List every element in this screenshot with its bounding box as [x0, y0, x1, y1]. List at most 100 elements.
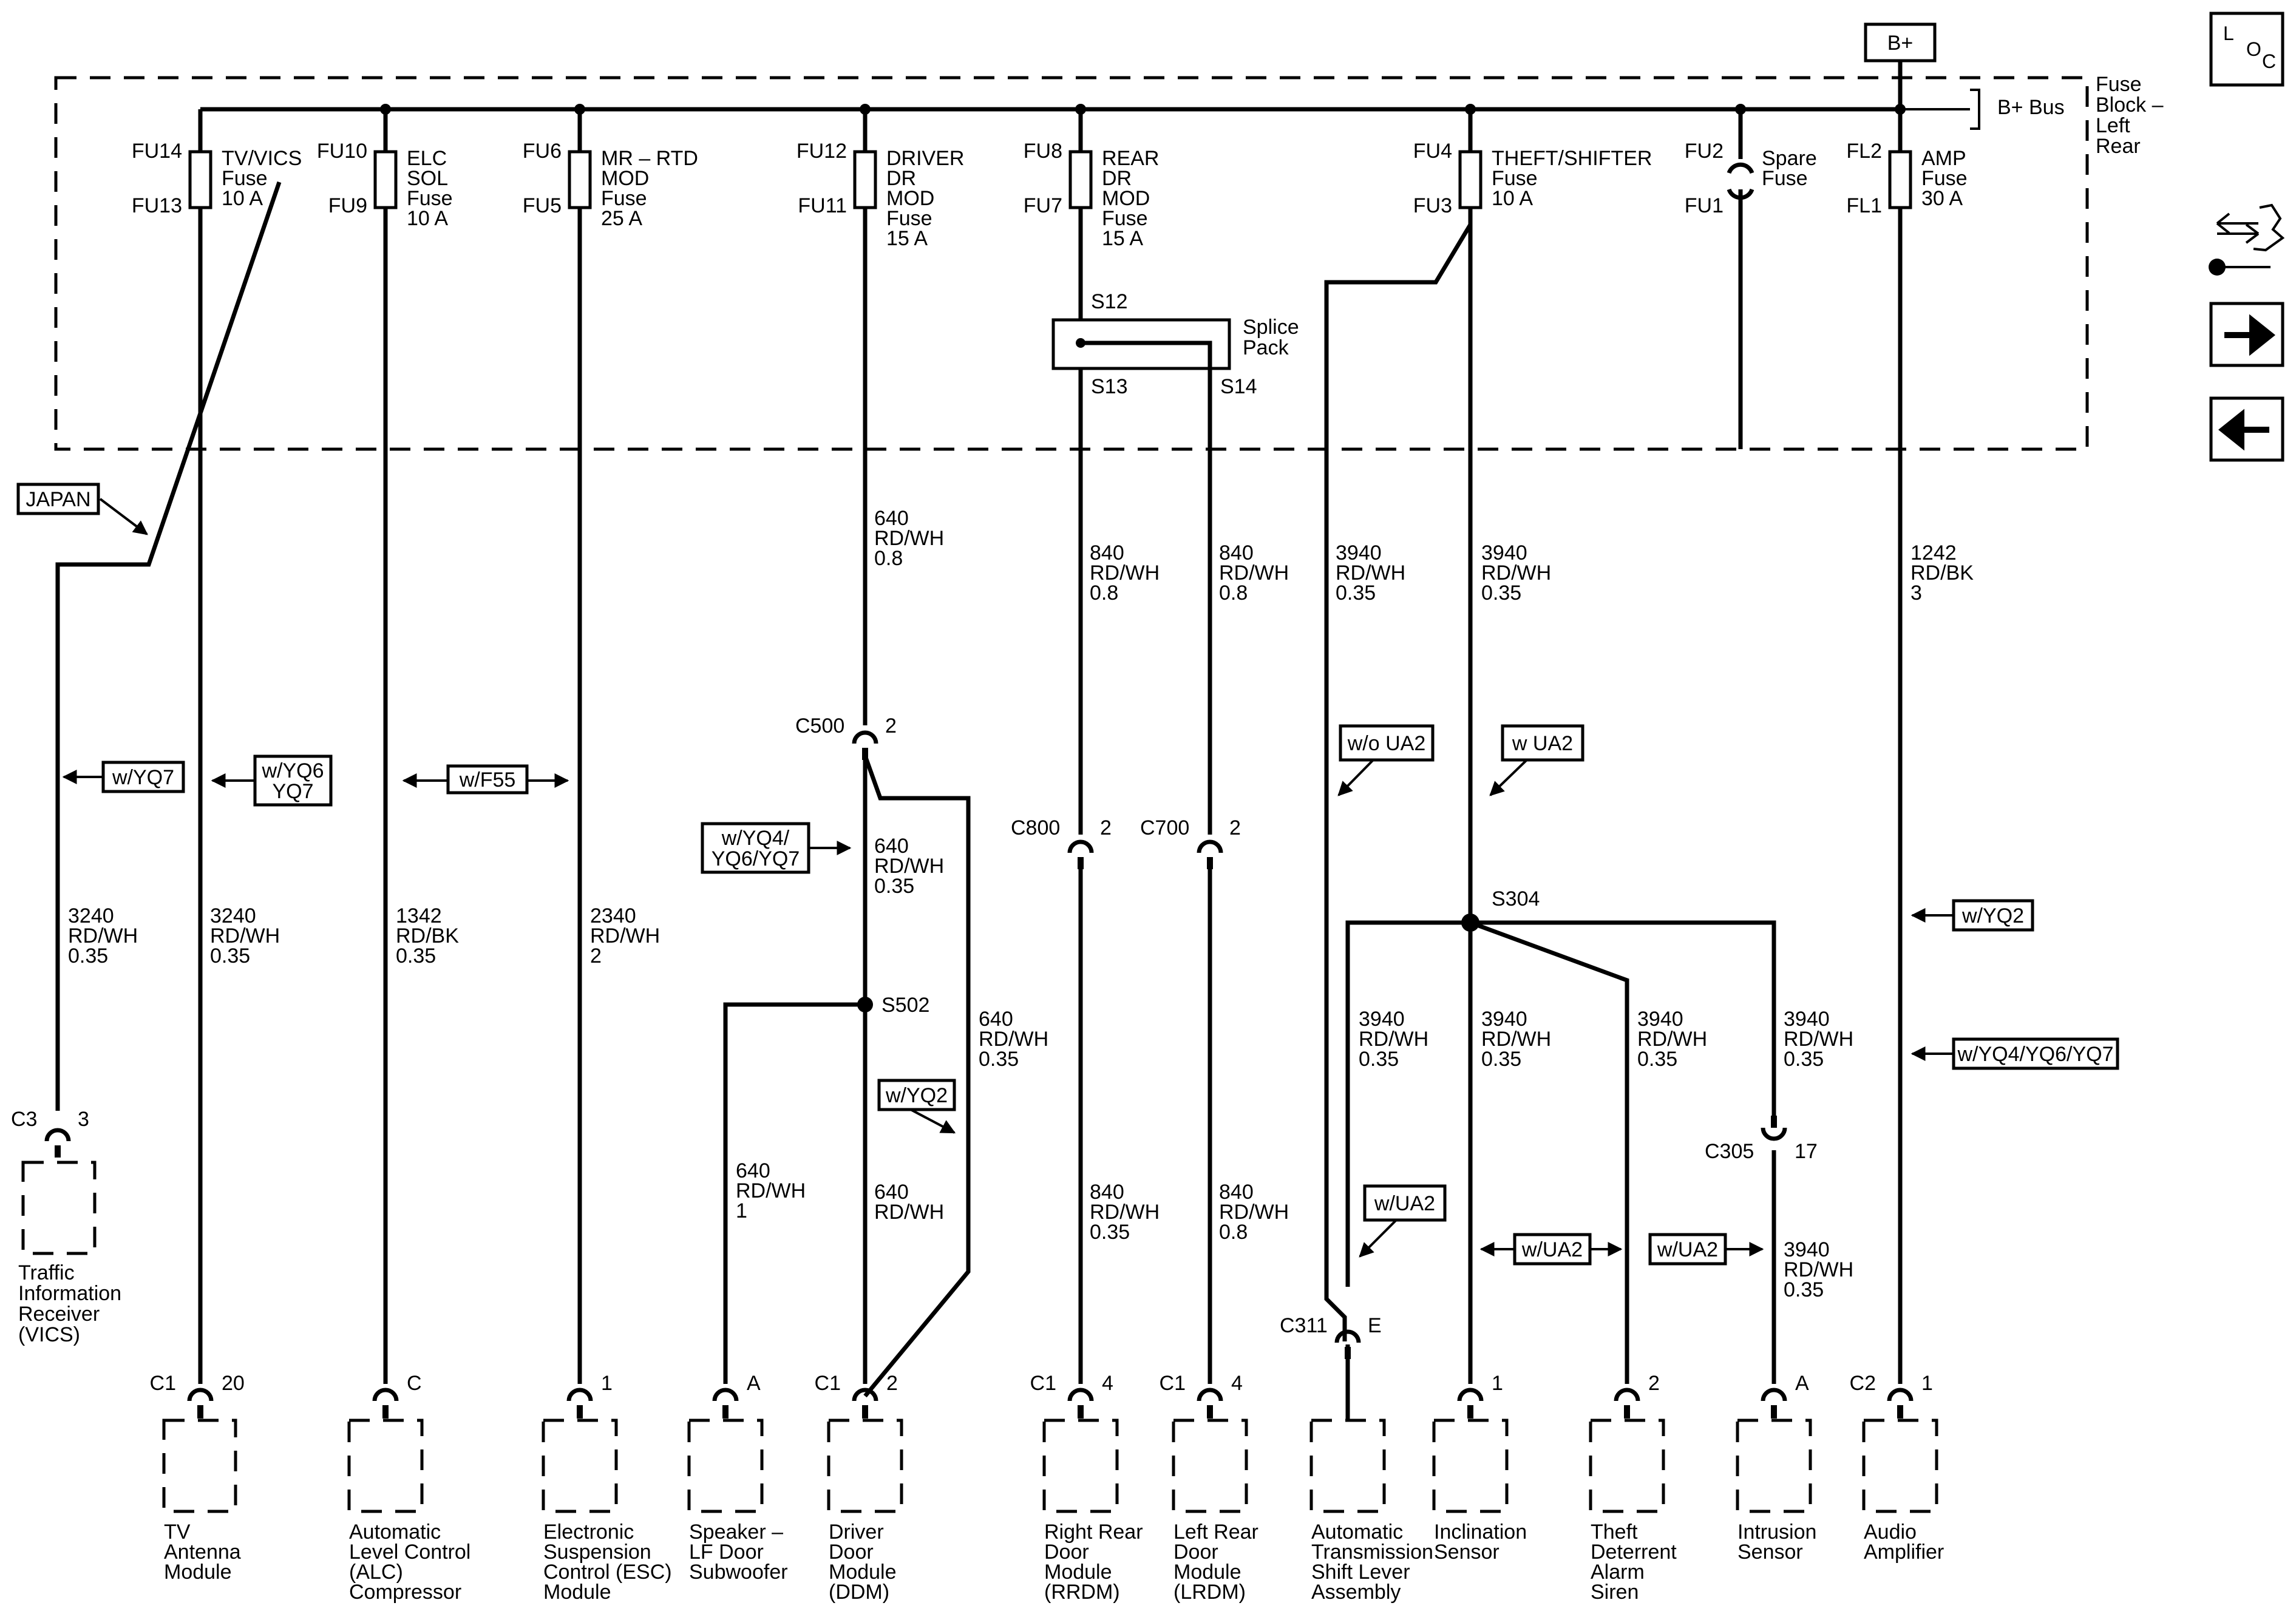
component-name-10-1: Intrusion	[1737, 1520, 1816, 1544]
wire-label-w640-right-2: RD/WH	[979, 1028, 1048, 1051]
fuse-top-0: FU14	[132, 140, 182, 163]
wire-label-w640-spk-3: 1	[736, 1199, 747, 1222]
fuse-name-2-2: MOD	[601, 167, 649, 190]
wire-label-w840-lr-bot-1: 840	[1219, 1181, 1254, 1204]
wire-label-w2340-2: RD/WH	[590, 924, 660, 947]
component-name-7-4: Assembly	[1311, 1581, 1401, 1604]
c500-label: C500	[795, 714, 844, 737]
back-arrow-glyph	[2218, 408, 2269, 451]
yq4-amp-option: w/YQ4/YQ6/YQ7	[1952, 1037, 2119, 1070]
fuse-top-4: FU8	[1024, 140, 1062, 163]
yq4-option-text-2: YQ6/YQ7	[712, 847, 800, 870]
wire-label-w840-lr-top-3: 0.8	[1219, 581, 1248, 605]
s502-dot	[857, 997, 873, 1012]
wo-ua2-option-text: w/o UA2	[1347, 732, 1426, 755]
fuse-top-7: FL2	[1846, 140, 1882, 163]
f55-option-text: w/F55	[459, 768, 516, 792]
wire-label-w840-rr-bot-1: 840	[1090, 1181, 1124, 1204]
s13-label: S13	[1091, 375, 1128, 398]
c305-pin: 17	[1795, 1140, 1818, 1163]
wire-label-w3240-vics-3: 0.35	[68, 944, 108, 968]
fuse-name-5-1: THEFT/SHIFTER	[1492, 147, 1652, 170]
c311-label: C311	[1280, 1314, 1328, 1337]
vics-receiver-box	[21, 1161, 97, 1255]
wire-label-w840-rr-bot-2: RD/WH	[1090, 1201, 1160, 1224]
component-name-4-4: (DDM)	[829, 1581, 889, 1604]
component-name-9-3: Alarm	[1591, 1561, 1645, 1584]
component-name-3-3: Subwoofer	[689, 1561, 788, 1584]
component-box-5	[1042, 1419, 1119, 1513]
component-pin-11: 1	[1921, 1372, 1933, 1395]
c500-pin: 2	[885, 714, 897, 737]
component-name-9-4: Siren	[1591, 1581, 1639, 1604]
wire-label-w3940-siren-3: 0.35	[1637, 1048, 1677, 1071]
wire-label-w840-lr-bot-2: RD/WH	[1219, 1201, 1289, 1224]
fuse-block-label-3: Left	[2096, 114, 2130, 137]
wire-label-w1242-2: RD/BK	[1911, 561, 1974, 585]
fuse-top-2: FU6	[523, 140, 562, 163]
component-pin-4: 2	[886, 1372, 898, 1395]
component-box-11	[1862, 1419, 1938, 1513]
wire-label-w1342-1: 1342	[396, 904, 442, 927]
component-name-0-2: Antenna	[164, 1541, 241, 1564]
ua2-shift-option: w/UA2	[1363, 1184, 1447, 1222]
w-ua2-option-text: w UA2	[1512, 732, 1573, 755]
wire-label-w3940-intr2-3: 0.35	[1784, 1278, 1824, 1301]
yq2-ddm-arrow	[910, 1108, 956, 1134]
splice-pack-label-1: Splice	[1243, 316, 1299, 339]
wire-label-w3240-vics-2: RD/WH	[68, 924, 138, 947]
component-name-5-2: Door	[1044, 1541, 1089, 1564]
component-box-9	[1589, 1419, 1665, 1513]
component-box-8	[1432, 1419, 1509, 1513]
japan-option-text: JAPAN	[25, 488, 90, 511]
fuse-block-label-4: Rear	[2096, 135, 2141, 158]
fuse-name-4-3: MOD	[1102, 187, 1150, 210]
component-name-1-4: Compressor	[349, 1581, 461, 1604]
component-pin-0: 20	[222, 1372, 245, 1395]
fuse-name-1-1: ELC	[407, 147, 447, 170]
w-ua2-option: w UA2	[1501, 724, 1584, 762]
wire-label-w3940-b-3: 0.35	[1481, 581, 1521, 605]
component-name-1-2: Level Control	[349, 1541, 470, 1564]
component-box-2	[542, 1419, 618, 1513]
component-box-1	[347, 1419, 424, 1513]
component-conn-11: C2	[1850, 1372, 1876, 1395]
wire-label-w3940-intr-3: 0.35	[1784, 1048, 1824, 1071]
ua2-shift-option-text: w/UA2	[1374, 1192, 1435, 1215]
tools-icon[interactable]	[2209, 203, 2285, 276]
component-name-11-1: Audio	[1864, 1520, 1917, 1544]
yq4-option: w/YQ4/YQ6/YQ7	[701, 822, 810, 874]
fuse-name-5-3: 10 A	[1492, 187, 1533, 210]
fuse-name-7-3: 30 A	[1921, 187, 1963, 210]
b-plus-label: B+	[1887, 32, 1914, 55]
component-pin-3: A	[747, 1372, 761, 1395]
loc-l: L	[2223, 22, 2234, 44]
fuse-name-3-4: Fuse	[886, 207, 932, 230]
component-box-0	[162, 1419, 237, 1513]
component-name-4-3: Module	[829, 1561, 897, 1584]
fuse-name-4-4: Fuse	[1102, 207, 1148, 230]
component-box-4	[827, 1419, 903, 1513]
loc-icon[interactable]	[2209, 12, 2284, 87]
fuse-bottom-0: FU13	[132, 194, 182, 217]
wire-label-w3940-intr2-2: RD/WH	[1784, 1258, 1853, 1281]
component-name-6-2: Door	[1173, 1541, 1218, 1564]
fuse-bottom-6: FU1	[1685, 194, 1724, 217]
wire-label-w3940-incl-3: 0.35	[1481, 1048, 1521, 1071]
component-conn-5: C1	[1030, 1372, 1056, 1395]
component-name-6-3: Module	[1173, 1561, 1241, 1584]
component-pin-6: 4	[1231, 1372, 1243, 1395]
component-name-0-3: Module	[164, 1561, 232, 1584]
s304-dot	[1461, 914, 1479, 932]
splice-pack-link	[1081, 341, 1212, 368]
fuse-name-1-3: Fuse	[407, 187, 453, 210]
wire-label-w840-lr-top-1: 840	[1219, 541, 1254, 564]
fuse-bottom-4: FU7	[1024, 194, 1062, 217]
loc-c: C	[2262, 50, 2276, 72]
component-box-7	[1309, 1419, 1386, 1513]
